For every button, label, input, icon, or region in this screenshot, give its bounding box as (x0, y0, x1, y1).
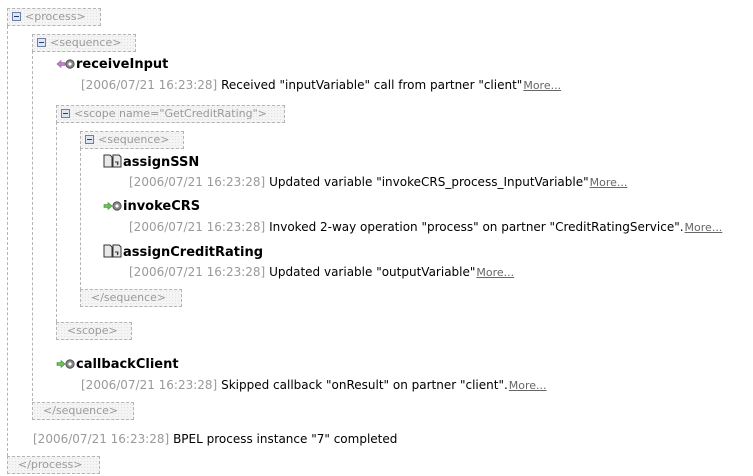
collapse-icon[interactable] (61, 109, 70, 118)
activity-name-label: callbackClient (76, 357, 179, 372)
scope-close-label: <scope> (67, 324, 118, 337)
timestamp: [2006/07/21 16:23:28] (33, 432, 170, 446)
invoke-arrow-gear-icon (56, 358, 76, 375)
log-message: Invoked 2-way operation "process" on par… (269, 220, 684, 234)
timestamp: [2006/07/21 16:23:28] (81, 378, 218, 392)
scope-open-tag: <scope name="GetCreditRating"> (56, 105, 285, 123)
process-close-tag: </process> (7, 456, 100, 474)
inner-sequence-guide-line (80, 148, 81, 290)
activity-log-assignCreditRating: [2006/07/21 16:23:28] Updated variable "… (129, 265, 514, 280)
activity-name-label: assignSSN (123, 155, 200, 170)
activity-log-invokeCRS: [2006/07/21 16:23:28] Invoked 2-way oper… (129, 220, 722, 235)
collapse-icon[interactable] (37, 38, 46, 47)
activity-receiveInput: receiveInput (56, 57, 168, 75)
process-guide-line (7, 26, 8, 456)
collapse-icon[interactable] (85, 135, 94, 144)
activity-name-label: receiveInput (76, 57, 169, 72)
receive-arrow-gear-icon (56, 58, 76, 75)
activity-assignCreditRating: assignCreditRating (103, 244, 263, 263)
process-completion-log: [2006/07/21 16:23:28] BPEL process insta… (33, 432, 397, 446)
assign-documents-icon (103, 244, 123, 263)
log-message: Received "inputVariable" call from partn… (221, 78, 523, 92)
process-close-label: </process> (18, 458, 83, 471)
timestamp: [2006/07/21 16:23:28] (129, 220, 266, 234)
invoke-arrow-gear-icon (103, 200, 123, 217)
outer-sequence-open-label: <sequence> (50, 36, 122, 49)
assign-documents-icon (103, 154, 123, 173)
activity-invokeCRS: invokeCRS (103, 199, 200, 217)
outer-sequence-close-label: </sequence> (43, 404, 119, 417)
log-message: Updated variable "invokeCRS_process_Inpu… (269, 175, 589, 189)
scope-close-tag: <scope> (56, 322, 132, 340)
more-link[interactable]: More... (476, 266, 515, 279)
collapse-icon[interactable] (12, 12, 21, 21)
timestamp: [2006/07/21 16:23:28] (129, 175, 266, 189)
more-link[interactable]: More... (684, 221, 723, 234)
activity-callbackClient: callbackClient (56, 357, 179, 375)
completion-message: BPEL process instance "7" completed (173, 432, 398, 446)
log-message: Updated variable "outputVariable" (269, 265, 476, 279)
log-message: Skipped callback "onResult" on partner "… (221, 378, 508, 392)
activity-log-receiveInput: [2006/07/21 16:23:28] Received "inputVar… (81, 78, 561, 93)
activity-log-assignSSN: [2006/07/21 16:23:28] Updated variable "… (129, 175, 627, 190)
scope-guide-line (56, 122, 57, 322)
activity-name-label: invokeCRS (123, 199, 201, 214)
activity-log-callbackClient: [2006/07/21 16:23:28] Skipped callback "… (81, 378, 547, 393)
inner-sequence-close-tag: </sequence> (80, 289, 182, 307)
inner-sequence-open-tag: <sequence> (80, 131, 184, 149)
outer-sequence-guide-line (32, 51, 33, 401)
process-open-tag: <process> (7, 8, 101, 26)
activity-name-label: assignCreditRating (123, 245, 264, 260)
process-open-label: <process> (25, 10, 86, 23)
timestamp: [2006/07/21 16:23:28] (81, 78, 218, 92)
more-link[interactable]: More... (508, 379, 547, 392)
inner-sequence-open-label: <sequence> (98, 133, 170, 146)
outer-sequence-close-tag: </sequence> (32, 402, 134, 420)
timestamp: [2006/07/21 16:23:28] (129, 265, 266, 279)
outer-sequence-open-tag: <sequence> (32, 34, 136, 52)
more-link[interactable]: More... (589, 176, 628, 189)
scope-open-label: <scope name="GetCreditRating"> (74, 107, 267, 120)
more-link[interactable]: More... (523, 79, 562, 92)
inner-sequence-close-label: </sequence> (91, 291, 167, 304)
activity-assignSSN: assignSSN (103, 154, 199, 173)
